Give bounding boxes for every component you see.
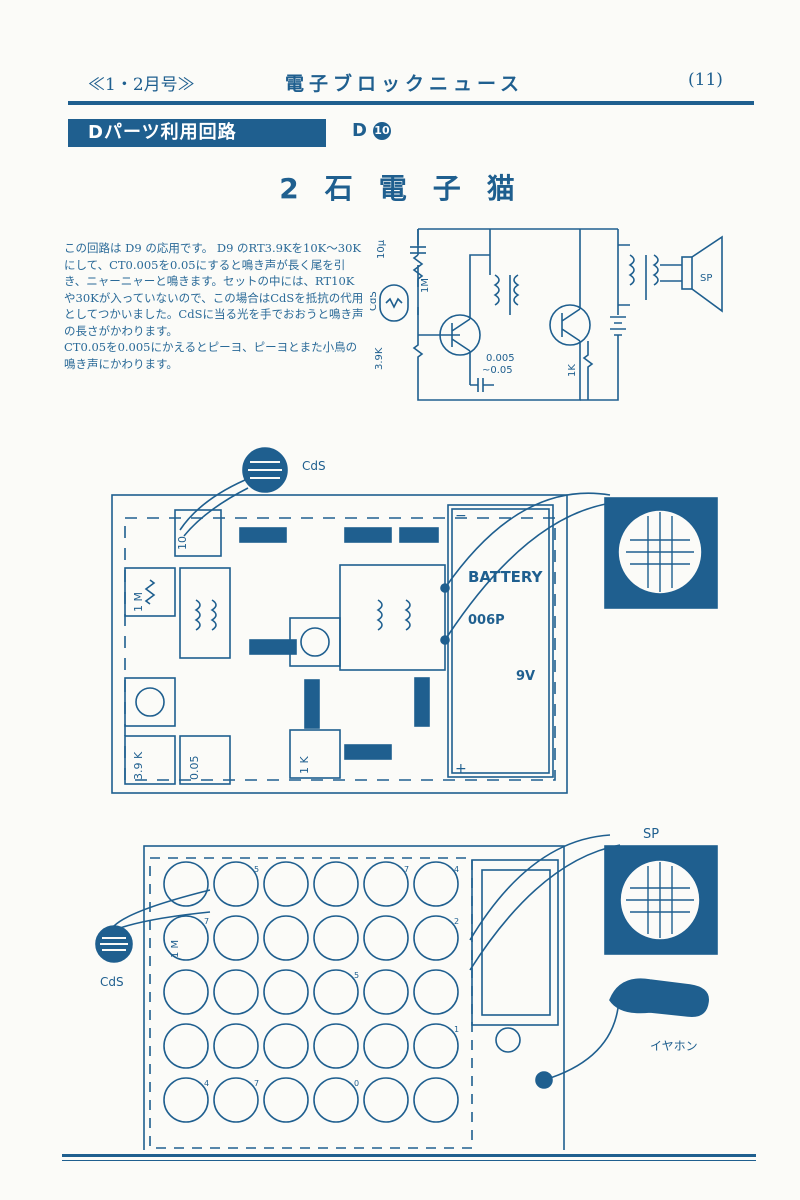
block-num: 1 [454, 1025, 459, 1034]
circuit-schematic: 10μ 1M CdS 3.9K 0.005 ~0.05 1K SP [370, 228, 723, 401]
ct2-label: ~0.05 [482, 365, 513, 376]
section-banner: Dパーツ利用回路 [68, 119, 326, 147]
description-paragraph-1: この回路は D9 の応用です。 D9 のRT3.9Kを10K〜30Kにして、CT… [64, 241, 364, 338]
block-num: 4 [454, 865, 459, 874]
article-description: この回路は D9 の応用です。 D9 のRT3.9Kを10K〜30Kにして、CT… [64, 240, 364, 372]
footer-rule [62, 1154, 756, 1157]
block-num: 0 [354, 1079, 359, 1088]
block-num: 4 [204, 1079, 209, 1088]
block-num: 7 [404, 865, 409, 874]
description-paragraph-2: CT0.05を0.005にかえるとピーヨ、ピーヨとまた小鳥の鳴き声にかわります。 [64, 340, 358, 371]
block-num: 7 [204, 917, 209, 926]
cds-label-2: CdS [100, 975, 124, 989]
block-grid [163, 861, 459, 1123]
block-num: 5 [254, 865, 259, 874]
battery-model-label: 006P [468, 613, 505, 628]
circuit-letter: D [352, 120, 367, 141]
article-title: 2石電子猫 [279, 172, 541, 205]
earphone-label: イヤホン [650, 1039, 698, 1053]
res-39k-label: 3.9K [374, 347, 385, 370]
res-1m-label: 1M [420, 278, 431, 293]
cds-label: CdS [370, 291, 379, 311]
res-1m-block-label: 1 M [132, 592, 145, 612]
circuit-id: D 10 [352, 120, 391, 141]
board-outline [111, 494, 568, 794]
cap-005-block-label: 0.05 [188, 756, 201, 781]
cap-block-label: 10 [176, 536, 189, 550]
block-layout-diagram-1: CdS 10 1 M 3.9 K 0.05 1 K − + BATTERY 00… [111, 447, 718, 794]
battery-plus-label: + [455, 761, 467, 777]
cap-label: 10μ [376, 239, 387, 259]
res-1k-label: 1K [567, 364, 578, 377]
battery-voltage-label: 9V [516, 669, 535, 684]
block-layout-diagram-2: SP 1 M 5 7 4 7 2 5 1 4 7 0 CdS イヤホン [95, 827, 718, 1150]
label-1m-2: 1 M [170, 940, 181, 958]
block-num: 5 [354, 971, 359, 980]
res-39k-block-label: 3.9 K [132, 751, 145, 780]
earphone-icon [609, 978, 709, 1018]
issue-label: ≪1・2月号≫ [88, 75, 195, 95]
cds-label-1: CdS [302, 459, 326, 473]
circuit-number-badge: 10 [372, 122, 391, 140]
battery-label: BATTERY [468, 568, 544, 586]
sp-label: SP [700, 273, 712, 284]
footer-rule-thin [62, 1160, 756, 1161]
sp-label-2: SP [643, 827, 659, 842]
block-num: 7 [254, 1079, 259, 1088]
page-number: (11) [688, 70, 723, 90]
ct-label: 0.005 [486, 353, 515, 364]
block-num: 2 [454, 917, 459, 926]
battery-minus-label: − [455, 508, 467, 524]
res-1k-block-label: 1 K [298, 756, 311, 774]
header-rule [68, 101, 754, 105]
newsletter-title: 電子ブロックニュース [285, 73, 525, 95]
